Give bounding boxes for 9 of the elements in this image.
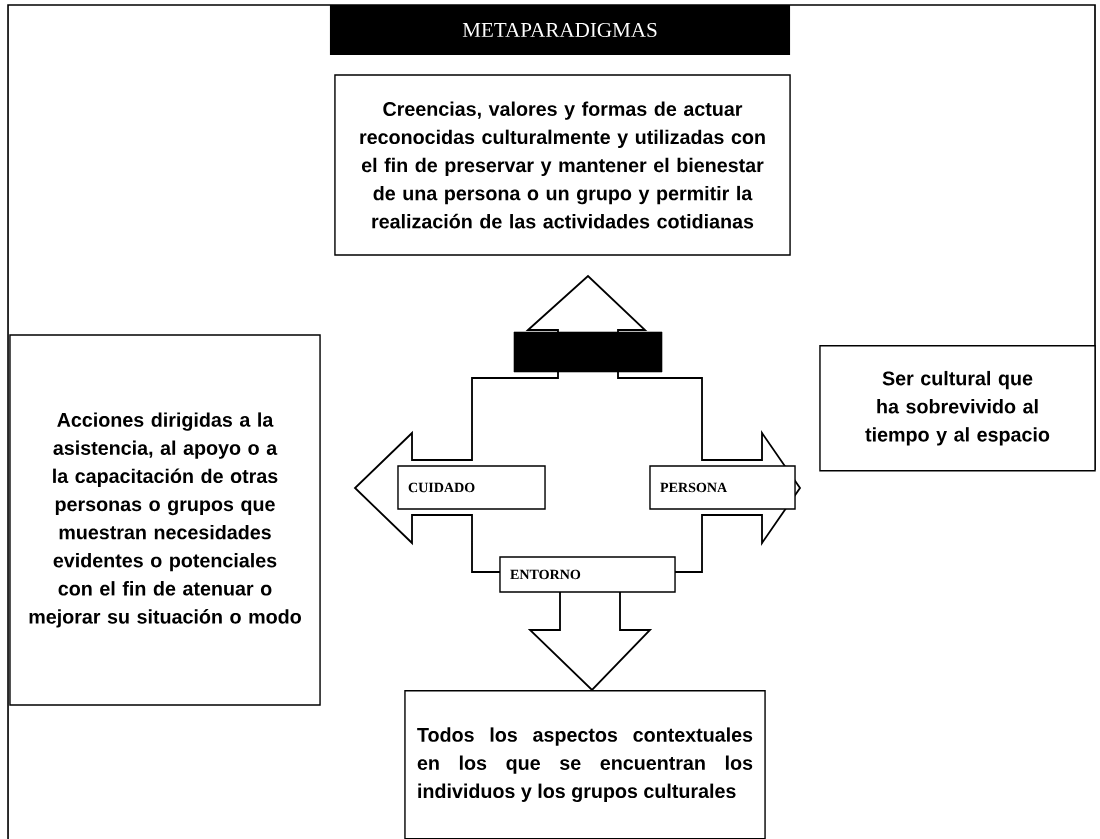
label-box: PERSONA xyxy=(649,465,796,510)
title-banner: METAPARADIGMAS xyxy=(329,5,791,55)
label-box: ENTORNO xyxy=(499,556,676,593)
description-box: Todos los aspectos contextuales en los que se encuentran los individuos y los grupos culturales xyxy=(404,690,766,839)
description-box: Acciones dirigidas a la asistencia, al apoyo o a la capacitación de otras personas o grupos que muestran necesidades evidentes o potenciales con el fin de atenuar o mejorar su situación o modo xyxy=(9,334,321,706)
center-box xyxy=(513,331,663,373)
label-box: CUIDADO xyxy=(397,465,546,510)
description-box: Ser cultural que ha sobrevivido al tiempo y al espacio xyxy=(819,345,1096,472)
description-box: Creencias, valores y formas de actuar reconocidas culturalmente y utilizadas con el fin de preservar y mantener el bienestar de una persona o un grupo y permitir la realización de las actividades cotidianas xyxy=(334,74,791,256)
